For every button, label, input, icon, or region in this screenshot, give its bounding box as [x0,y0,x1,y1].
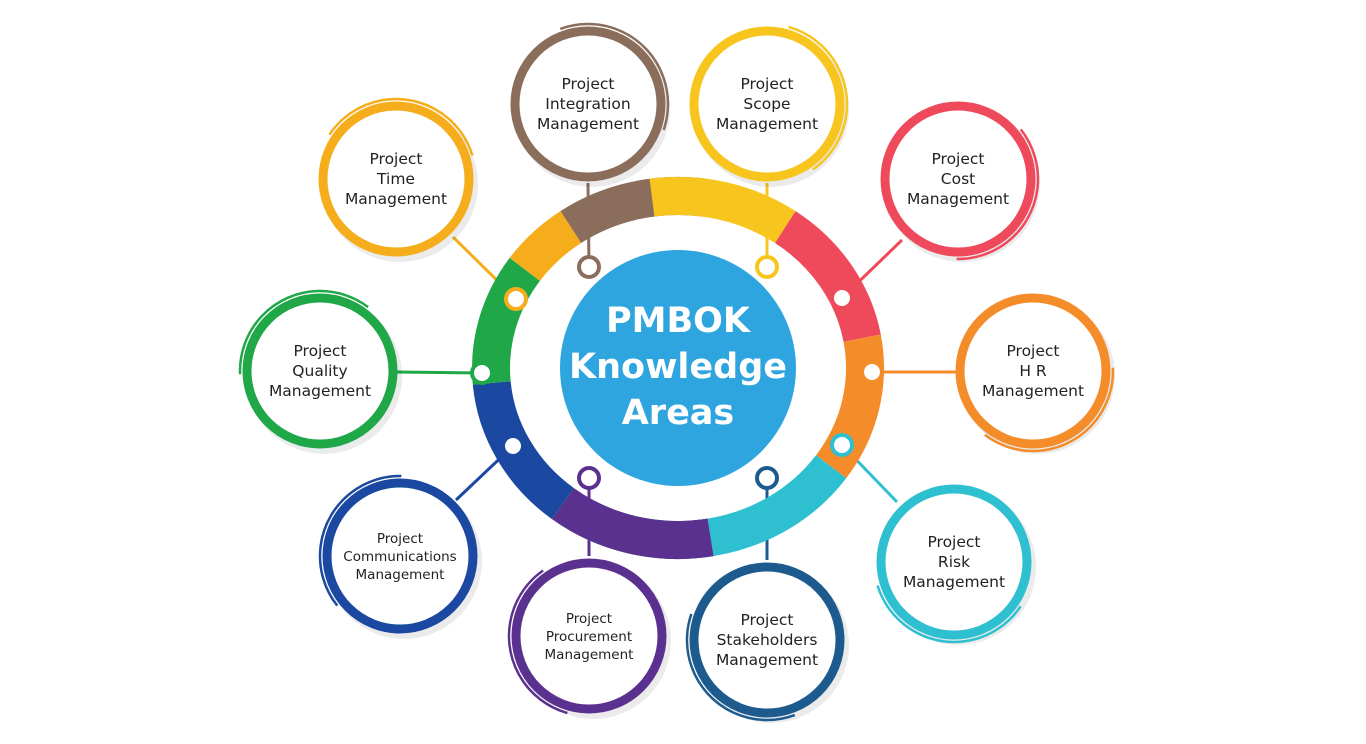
connector-quality [395,370,483,375]
node-ring [318,101,474,257]
ring-segment-procurement [551,487,714,560]
connector-dot-cost [830,286,854,310]
node-ring [511,558,667,714]
node-outer-arc [872,480,1036,644]
ring-segment-risk [707,454,847,557]
hub-label-line-1: PMBOK [606,301,752,341]
connector-dot-procurement [577,466,601,490]
hub-label-line-3: Areas [622,393,735,433]
connector-dot-communications [501,434,525,458]
node-label-line-3: Management [356,567,445,583]
node-ring [955,293,1111,449]
node-label-line-2: Time [376,170,415,188]
connector-dot-scope [755,255,779,279]
node-label-line-3: Management [716,115,818,133]
hub-label-line-2: Knowledge [569,347,787,387]
node-outer-arc [507,554,671,718]
node-label-line-1: Project [1006,342,1059,360]
node-label-line-1: Project [566,611,612,627]
node-label-line-3: Management [537,115,639,133]
node-outer-arc [951,289,1115,453]
node-outer-arc [314,97,478,261]
node-label-line-3: Management [903,573,1005,591]
node-outer-arc [238,289,402,453]
node-label-line-2: Procurement [546,629,632,645]
node-label-line-1: Project [740,75,793,93]
node-label-line-3: Management [982,382,1084,400]
connector-dot-quality [470,361,494,385]
connector-dot-integration [577,255,601,279]
node-label-line-2: Quality [292,362,347,380]
node-label-line-3: Management [269,382,371,400]
ring-segment-time [509,211,582,282]
knowledge-area-nodes: ProjectIntegrationManagementProjectScope… [238,22,1115,723]
ring-segment-quality [472,257,541,385]
node-label-line-3: Management [345,190,447,208]
node-label-line-2: Stakeholders [717,631,818,649]
connector-dot-risk [830,433,854,457]
node-outer-arc [318,474,482,638]
node-ring [510,26,666,182]
node-label-line-1: Project [931,150,984,168]
node-label-line-3: Management [716,651,818,669]
node-label-line-2: Cost [941,170,975,188]
node-label-line-1: Project [561,75,614,93]
node-label-line-1: Project [293,342,346,360]
node-ring [689,562,845,718]
connector-dot-stakeholders [755,466,779,490]
node-label-line-2: Scope [743,95,790,113]
node-ring [689,26,845,182]
node-label-line-1: Project [369,150,422,168]
node-outer-arc [685,558,849,722]
node-ring [876,484,1032,640]
node-ring [880,101,1036,257]
node-label-line-2: Risk [938,553,970,571]
node-label-line-3: Management [907,190,1009,208]
node-label-line-2: Communications [343,549,456,565]
node-label-line-2: Integration [545,95,630,113]
connector-dots [470,255,884,490]
ring-segment-cost [774,211,881,343]
node-ring [322,478,478,634]
knowledge-area-hr: Project H R Management [951,289,1115,454]
node-label-line-1: Project [740,611,793,629]
connector-dot-hr [860,360,884,384]
node-label-line-2: H R [1019,362,1047,380]
node-label-line-1: Project [927,533,980,551]
node-label-line-1: Project [377,531,423,547]
connector-dot-time [504,287,528,311]
hub-circle [560,250,796,486]
node-ring [242,293,398,449]
node-label-line-3: Management [545,647,634,663]
ring-segment-scope [649,177,796,244]
hub: PMBOK Knowledge Areas [560,250,796,486]
